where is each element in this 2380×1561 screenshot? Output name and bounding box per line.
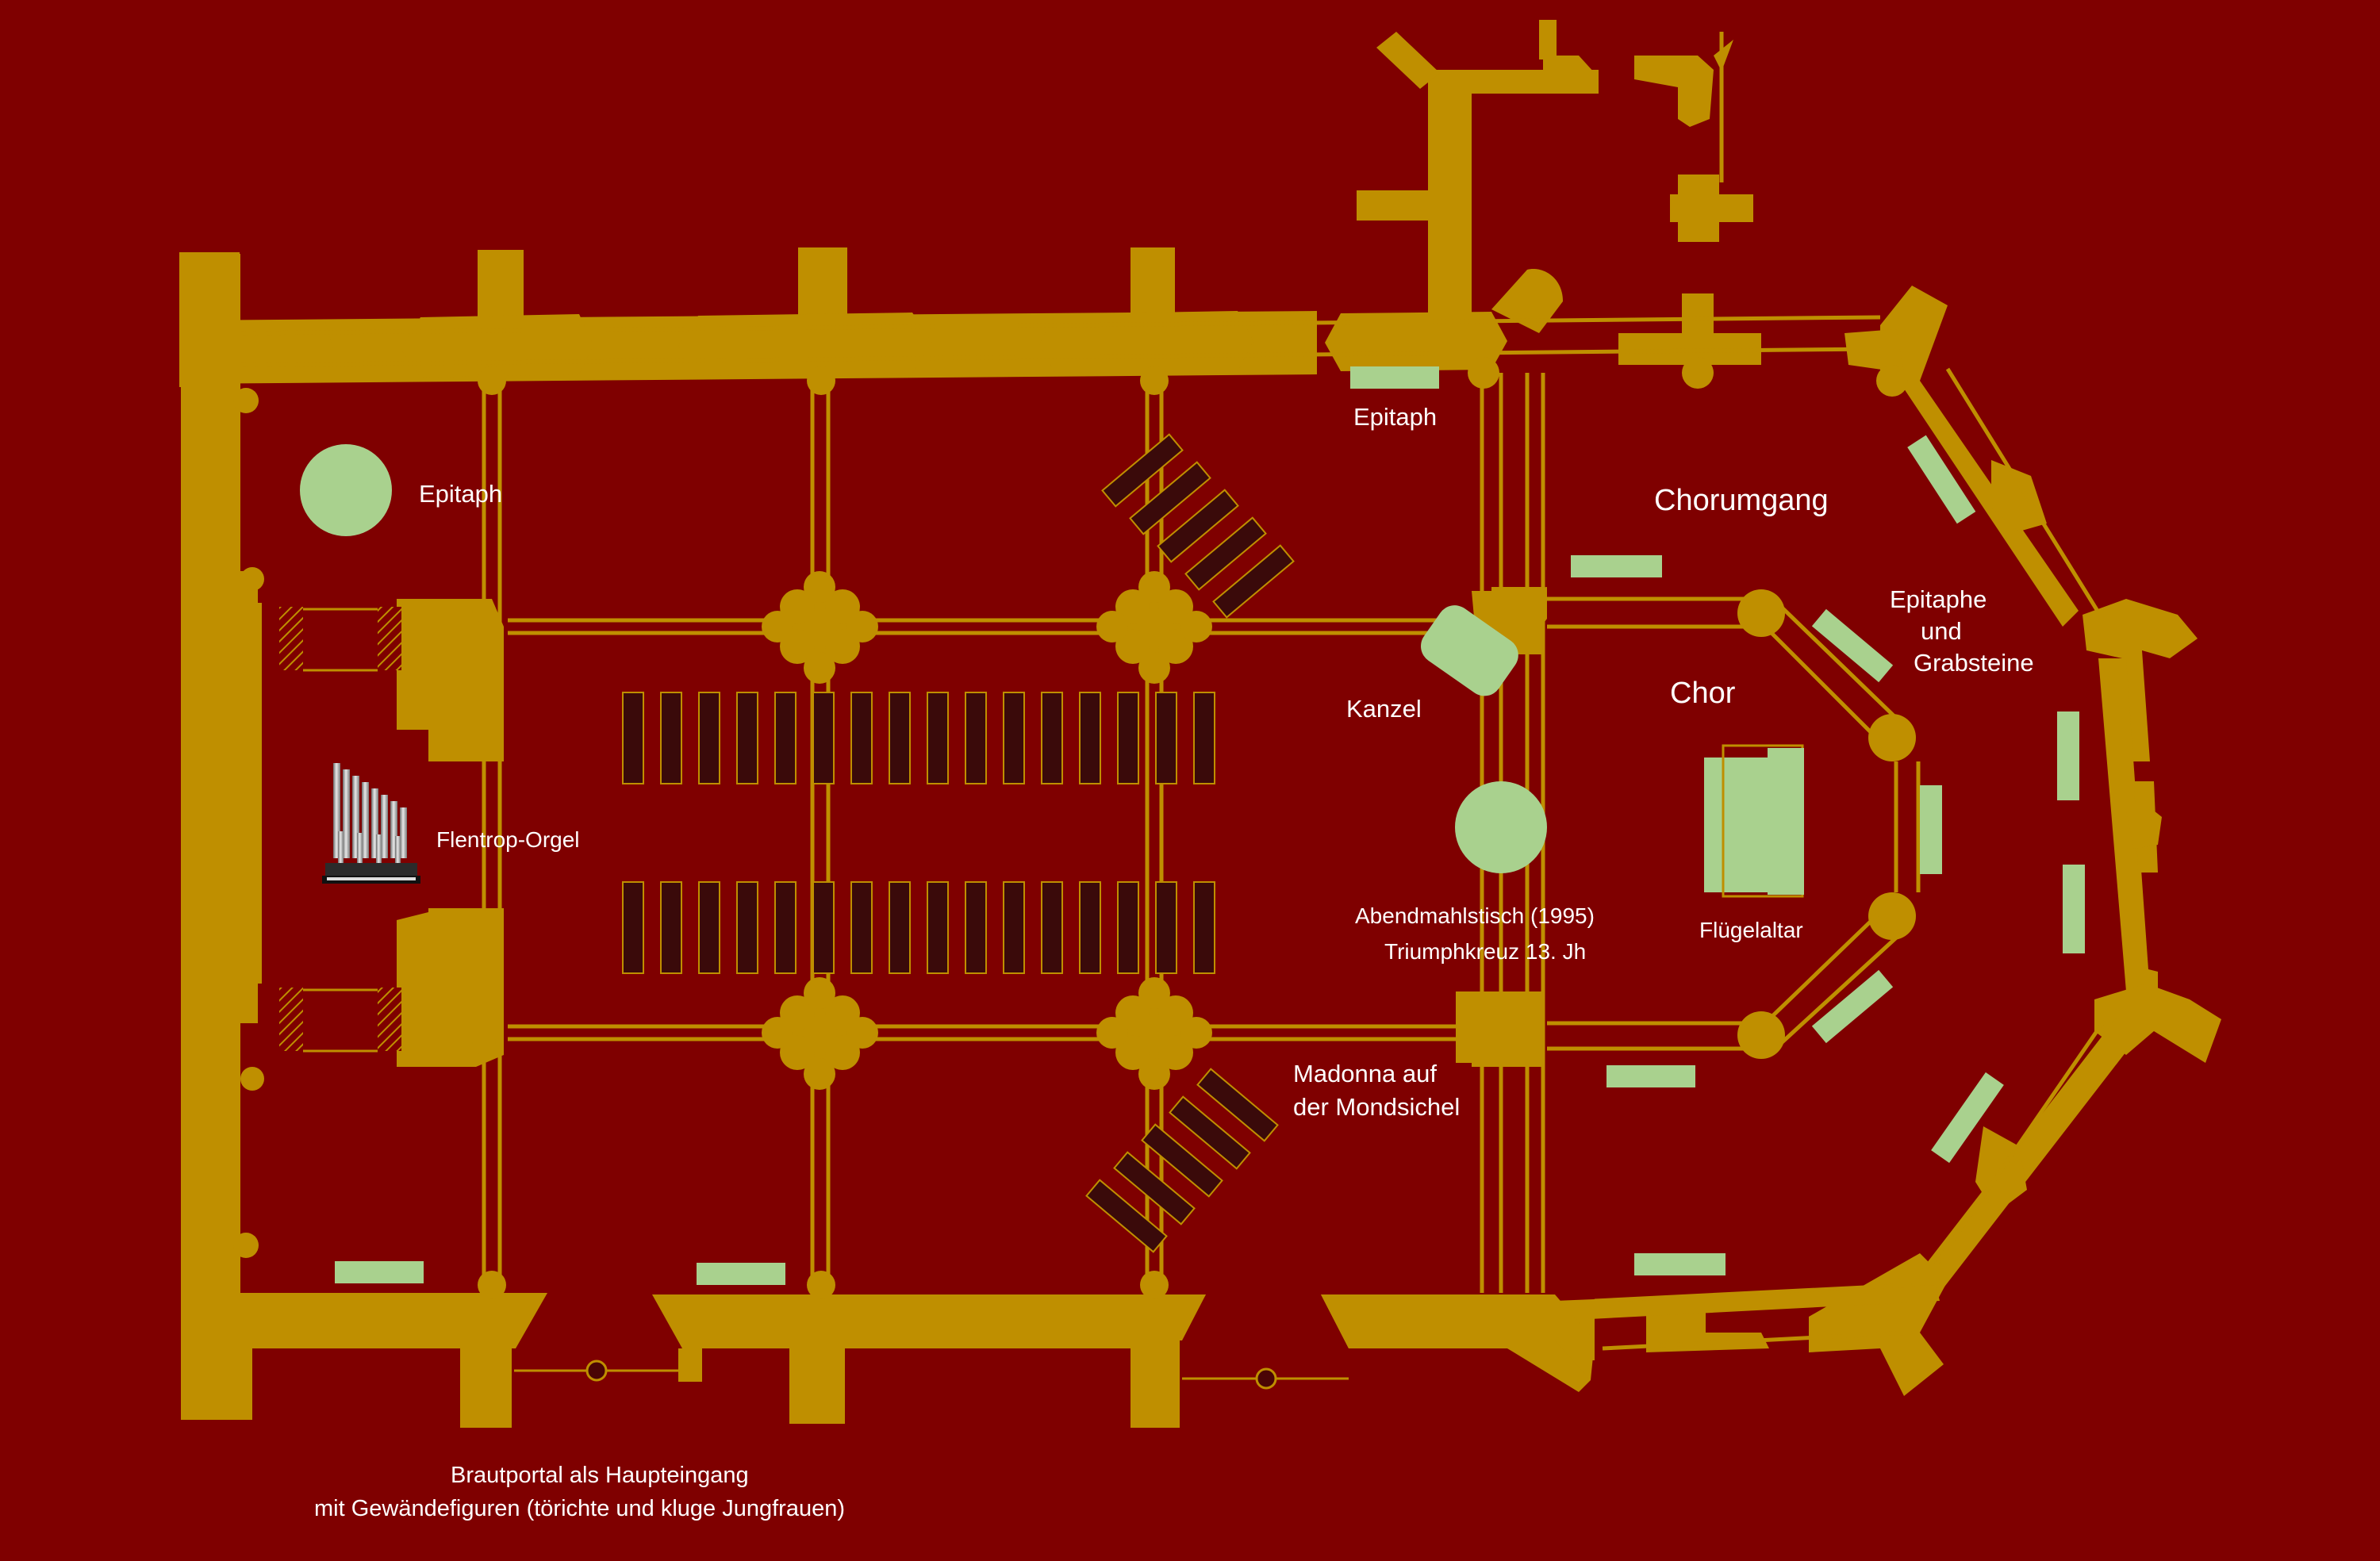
label-epitaph-north: Epitaph: [1353, 403, 1437, 431]
kanzel-marker: [1421, 605, 1518, 696]
pews: [622, 433, 1295, 1253]
epitaphe-markers: [335, 435, 2085, 1285]
pews-angled-north: [1101, 433, 1295, 619]
pew-row-south: [622, 881, 1215, 974]
abendmahlstisch-marker: [1455, 781, 1547, 873]
pews-angled-south: [1085, 1068, 1279, 1253]
labels: Epitaph Epitaph Chorumgang Epitaphe und …: [314, 403, 2034, 1521]
label-madonna-1: Madonna auf: [1293, 1060, 1437, 1087]
label-chorumgang: Chorumgang: [1654, 484, 1829, 517]
ambulatory-wall-se: [1916, 1015, 2142, 1293]
label-grabsteine: Grabsteine: [1914, 649, 2034, 677]
label-epitaph-west: Epitaph: [419, 480, 502, 508]
pew-row-north: [622, 692, 1215, 784]
label-epitaphe: Epitaphe: [1890, 585, 1987, 613]
south-wall-west: [181, 1293, 547, 1348]
epitaph-west-marker: [300, 444, 392, 536]
apse-buttress-e1: [2082, 599, 2198, 761]
fluegelaltar-marker: [1704, 744, 1804, 898]
label-brautportal-1: Brautportal als Haupteingang: [451, 1463, 749, 1488]
epitaph-north-marker: [1350, 366, 1439, 389]
label-kanzel: Kanzel: [1346, 695, 1422, 723]
label-und: und: [1921, 617, 1962, 645]
apse-buttress-se: [1809, 1253, 1948, 1396]
label-madonna-2: der Mondsichel: [1293, 1093, 1460, 1121]
apse-east-wall: [2098, 658, 2150, 991]
organ-pipes-icon: [322, 763, 420, 884]
features: [300, 366, 2085, 1285]
label-abendmahlstisch: Abendmahlstisch (1995): [1355, 903, 1595, 928]
ambulatory-wall-ne: [1880, 286, 2079, 627]
sacristy: [1428, 70, 1599, 313]
label-flentrop-orgel: Flentrop-Orgel: [436, 827, 580, 852]
label-triumphkreuz: Triumphkreuz 13. Jh: [1384, 939, 1586, 964]
sw-portal-buttress: [1321, 1294, 1595, 1380]
label-fluegelaltar: Flügelaltar: [1699, 918, 1803, 942]
label-chor: Chor: [1670, 677, 1736, 710]
label-brautportal-2: mit Gewändefiguren (törichte und kluge J…: [314, 1496, 845, 1521]
hatched-bays: [279, 607, 401, 1053]
